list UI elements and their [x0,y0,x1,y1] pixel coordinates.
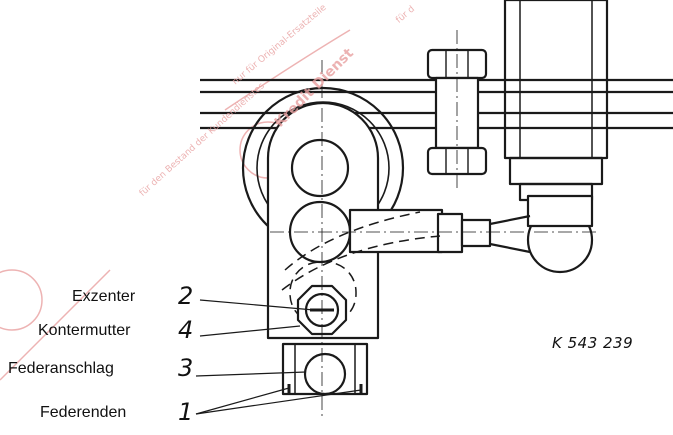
spring-stop-roller [303,352,347,396]
stamp-arc-upper [224,29,351,111]
leader-kontermutter [199,325,301,337]
label-federenden: Federenden [40,404,127,421]
leader-exzenter [199,299,315,311]
column-collar [508,156,604,186]
leader-federanschlag [195,371,307,377]
number-exzenter: 2 [178,282,194,310]
rod-to-ball-2 [489,242,531,254]
hidden-arc-1 [284,211,421,271]
rod-nut [436,212,464,254]
number-federanschlag: 3 [178,354,194,382]
label-exzenter: Exzenter [72,288,136,305]
leader-federenden-2 [195,389,362,415]
number-kontermutter: 4 [178,316,194,344]
hidden-arc-2 [281,235,441,291]
stamp-arc-lower [0,269,111,381]
leader-federenden-1 [195,387,290,415]
rod-shaft [460,218,492,248]
stamp-circle-lower [0,269,43,331]
drawing-code: K 543 239 [552,334,634,352]
number-federenden: 1 [178,398,194,426]
ball-socket [526,194,594,228]
label-kontermutter: Kontermutter [38,322,131,339]
rod-to-ball [489,214,531,226]
arm-hole [290,138,350,198]
rod-sleeve [348,208,444,254]
label-federanschlag: Federanschlag [8,360,114,377]
